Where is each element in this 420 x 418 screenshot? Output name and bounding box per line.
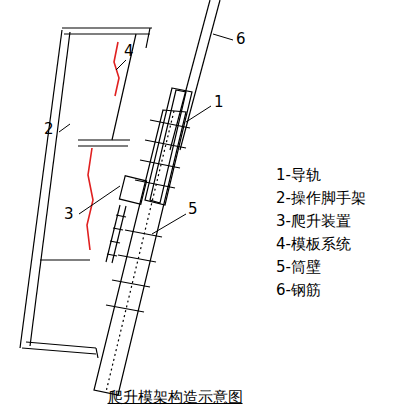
legend-text: 5-筒壁 [276,258,321,276]
caption: 爬升模架构造示意图 [108,388,243,406]
scaffold [20,28,152,358]
callout-number: 6 [236,30,246,48]
legend-text: 6-钢筋 [276,281,321,299]
legend-text: 3-爬升装置 [276,212,351,230]
callout-number: 4 [124,42,134,60]
climbing-device [106,176,147,263]
leader-lines [59,34,233,234]
callout-number: 5 [188,200,198,218]
legend-text: 4-模板系统 [276,235,351,253]
callout-number: 2 [44,120,54,138]
formwork-red [87,42,119,250]
wall-line [106,111,174,392]
callout-number: 1 [214,93,224,111]
legend-text: 1-导轨 [276,166,321,184]
guide-rail [145,88,192,205]
legend-text: 2-操作脚手架 [276,189,366,207]
callout-number: 3 [64,205,74,223]
rail-bolts [106,120,190,312]
